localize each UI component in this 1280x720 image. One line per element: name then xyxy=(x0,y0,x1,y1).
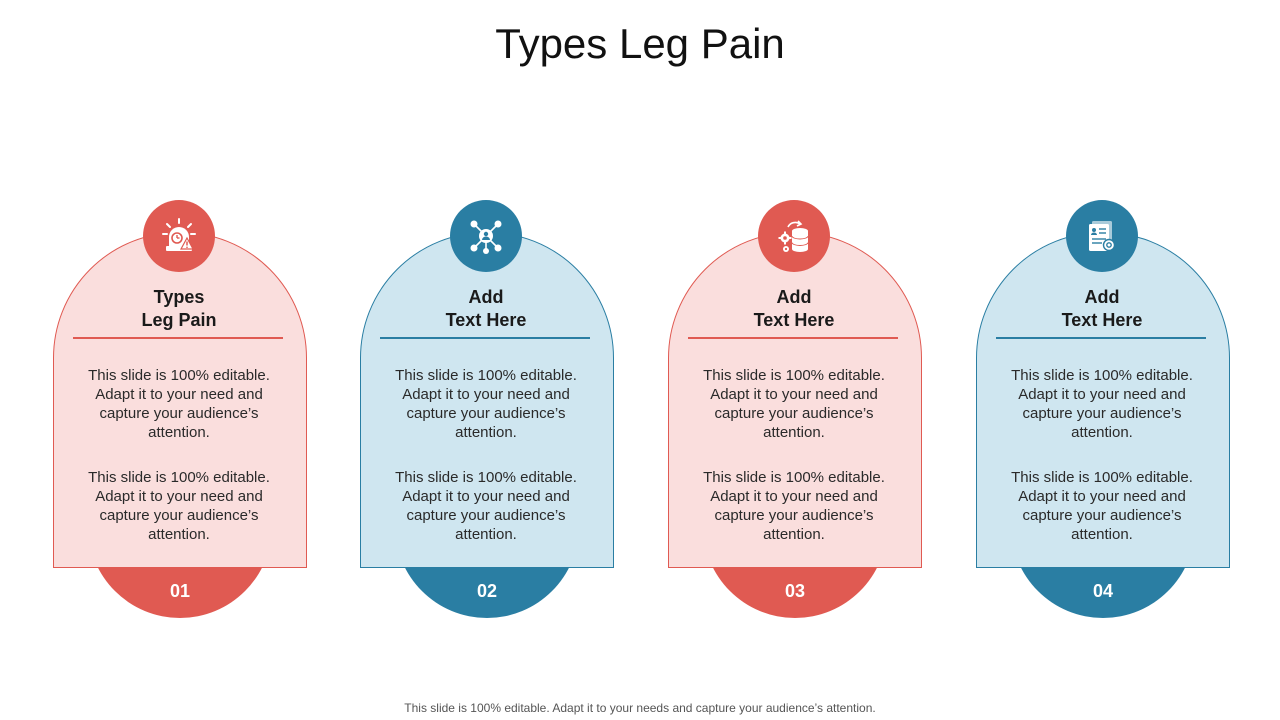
footer-note: This slide is 100% editable. Adapt it to… xyxy=(404,701,876,715)
card-text-2: This slide is 100% editable. Adapt it to… xyxy=(88,469,270,543)
document-profile-icon xyxy=(1089,221,1116,252)
card-arch xyxy=(668,232,922,568)
card-heading: Add Text Here xyxy=(1061,287,1143,330)
card-text-2: This slide is 100% editable. Adapt it to… xyxy=(395,469,577,543)
page-title: Types Leg Pain xyxy=(495,20,785,67)
card-heading: Add Text Here xyxy=(753,287,835,330)
card-text-1: This slide is 100% editable. Adapt it to… xyxy=(395,367,577,441)
divider xyxy=(380,337,590,339)
divider xyxy=(996,337,1206,339)
divider xyxy=(688,337,898,339)
card-text-2: This slide is 100% editable. Adapt it to… xyxy=(703,469,885,543)
icon-badge xyxy=(450,200,522,272)
icon-badge xyxy=(1066,200,1138,272)
card-number: 02 xyxy=(476,581,498,601)
card-heading: Types Leg Pain xyxy=(141,287,217,330)
network-people-icon xyxy=(470,220,502,254)
card-text-1: This slide is 100% editable. Adapt it to… xyxy=(703,367,885,441)
alarm-warning-icon xyxy=(162,218,196,251)
icon-badge xyxy=(758,200,830,272)
card-2: 02 xyxy=(360,200,614,620)
database-gear-icon xyxy=(778,220,809,252)
card-text-1: This slide is 100% editable. Adapt it to… xyxy=(88,367,270,441)
card-arch xyxy=(360,232,614,568)
card-text-2: This slide is 100% editable. Adapt it to… xyxy=(1011,469,1193,543)
card-number: 03 xyxy=(784,581,806,601)
card-heading: Add Text Here xyxy=(445,287,527,330)
divider xyxy=(73,337,283,339)
card-text-1: This slide is 100% editable. Adapt it to… xyxy=(1011,367,1193,441)
card-arch xyxy=(53,232,307,568)
icon-badge xyxy=(143,200,215,272)
card-3: 03 xyxy=(668,200,922,620)
card-1: 01 Types Leg P xyxy=(53,200,307,620)
card-arch xyxy=(976,232,1230,568)
card-number: 01 xyxy=(169,581,191,601)
card-number: 04 xyxy=(1092,581,1114,601)
card-4: 04 Add Text Here This slide i xyxy=(976,200,1230,620)
